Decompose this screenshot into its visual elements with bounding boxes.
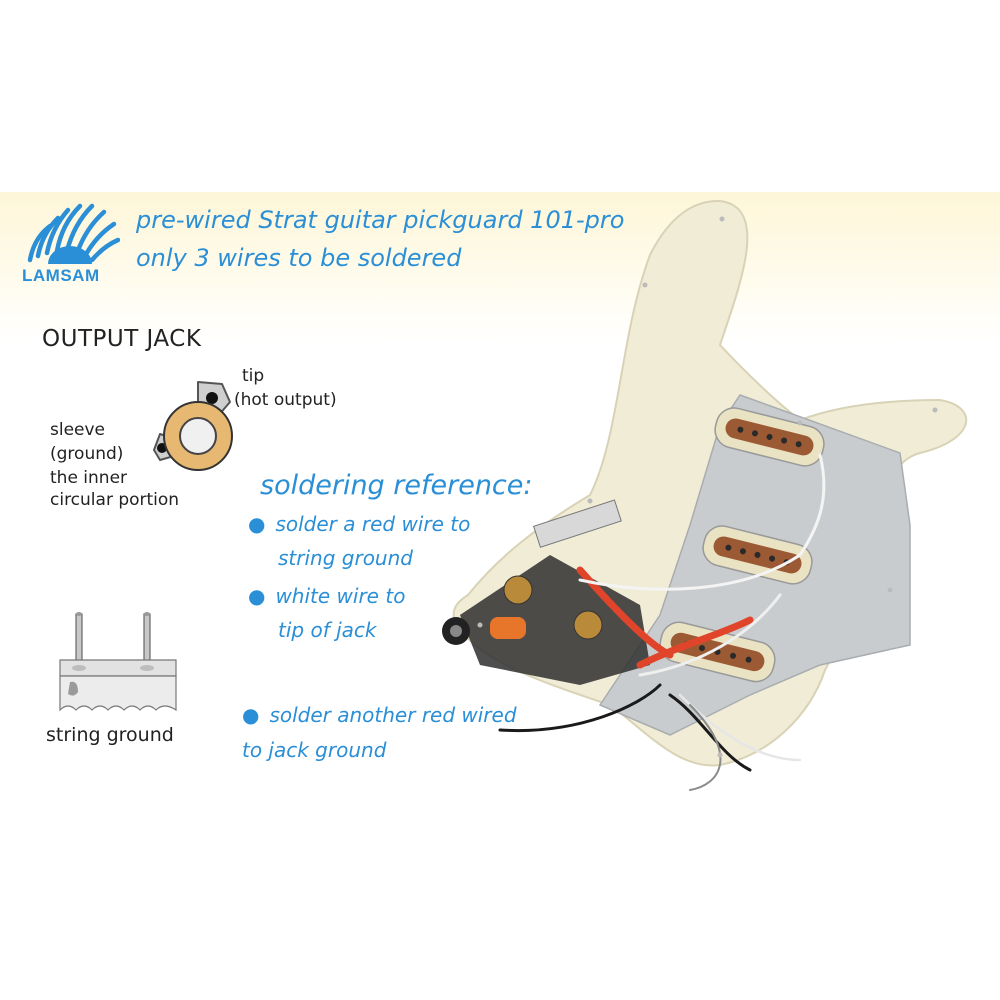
wire-black-1	[498, 683, 662, 733]
sleeve-label-line-1: sleeve	[50, 420, 106, 440]
wire-black-2	[668, 693, 752, 772]
wire-grey-1	[689, 704, 722, 791]
brand-wordmark: LAMSAM	[22, 266, 100, 285]
string-ground-icon	[59, 612, 177, 712]
step-1-line-1: ●solder a red wire to	[248, 512, 471, 536]
step-1-line-2: string ground	[278, 546, 413, 570]
step-2-line-2: tip of jack	[278, 618, 377, 642]
selector-switch	[532, 499, 622, 548]
sunrise-logo-icon	[27, 203, 120, 264]
tip-label-line-1: tip	[242, 366, 265, 386]
pickup-middle	[702, 525, 813, 585]
pickguard-illustration	[442, 199, 968, 791]
output-jack-title: OUTPUT JACK	[42, 326, 202, 352]
bullet-icon: ●	[248, 584, 266, 608]
tip-label-line-2: (hot output)	[234, 390, 337, 410]
wire-white-1	[578, 453, 826, 591]
step-3-line-1: ●solder another red wired	[242, 703, 517, 727]
sleeve-label-line-4: circular portion	[50, 490, 180, 510]
pickup-neck	[714, 407, 825, 467]
output-jack-icon	[153, 381, 233, 471]
capacitor	[490, 617, 526, 639]
bullet-icon: ●	[242, 703, 260, 727]
step-2-line-1: ●white wire to	[248, 584, 406, 608]
soldering-reference-title: soldering reference:	[260, 470, 533, 501]
wire-white-2	[638, 593, 782, 677]
pot-2	[573, 610, 603, 640]
headline-line-1: pre-wired Strat guitar pickguard 101-pro	[136, 206, 625, 234]
string-ground-label: string ground	[46, 724, 174, 746]
bullet-icon: ●	[248, 512, 266, 536]
wire-red-2	[636, 616, 754, 669]
headline-line-2: only 3 wires to be soldered	[136, 244, 462, 272]
sleeve-label-line-3: the inner	[50, 468, 128, 488]
header-banner	[0, 192, 1000, 342]
sleeve-label-line-2: (ground)	[50, 444, 124, 464]
pot-1	[503, 575, 533, 605]
step-3-line-2: to jack ground	[242, 738, 387, 762]
